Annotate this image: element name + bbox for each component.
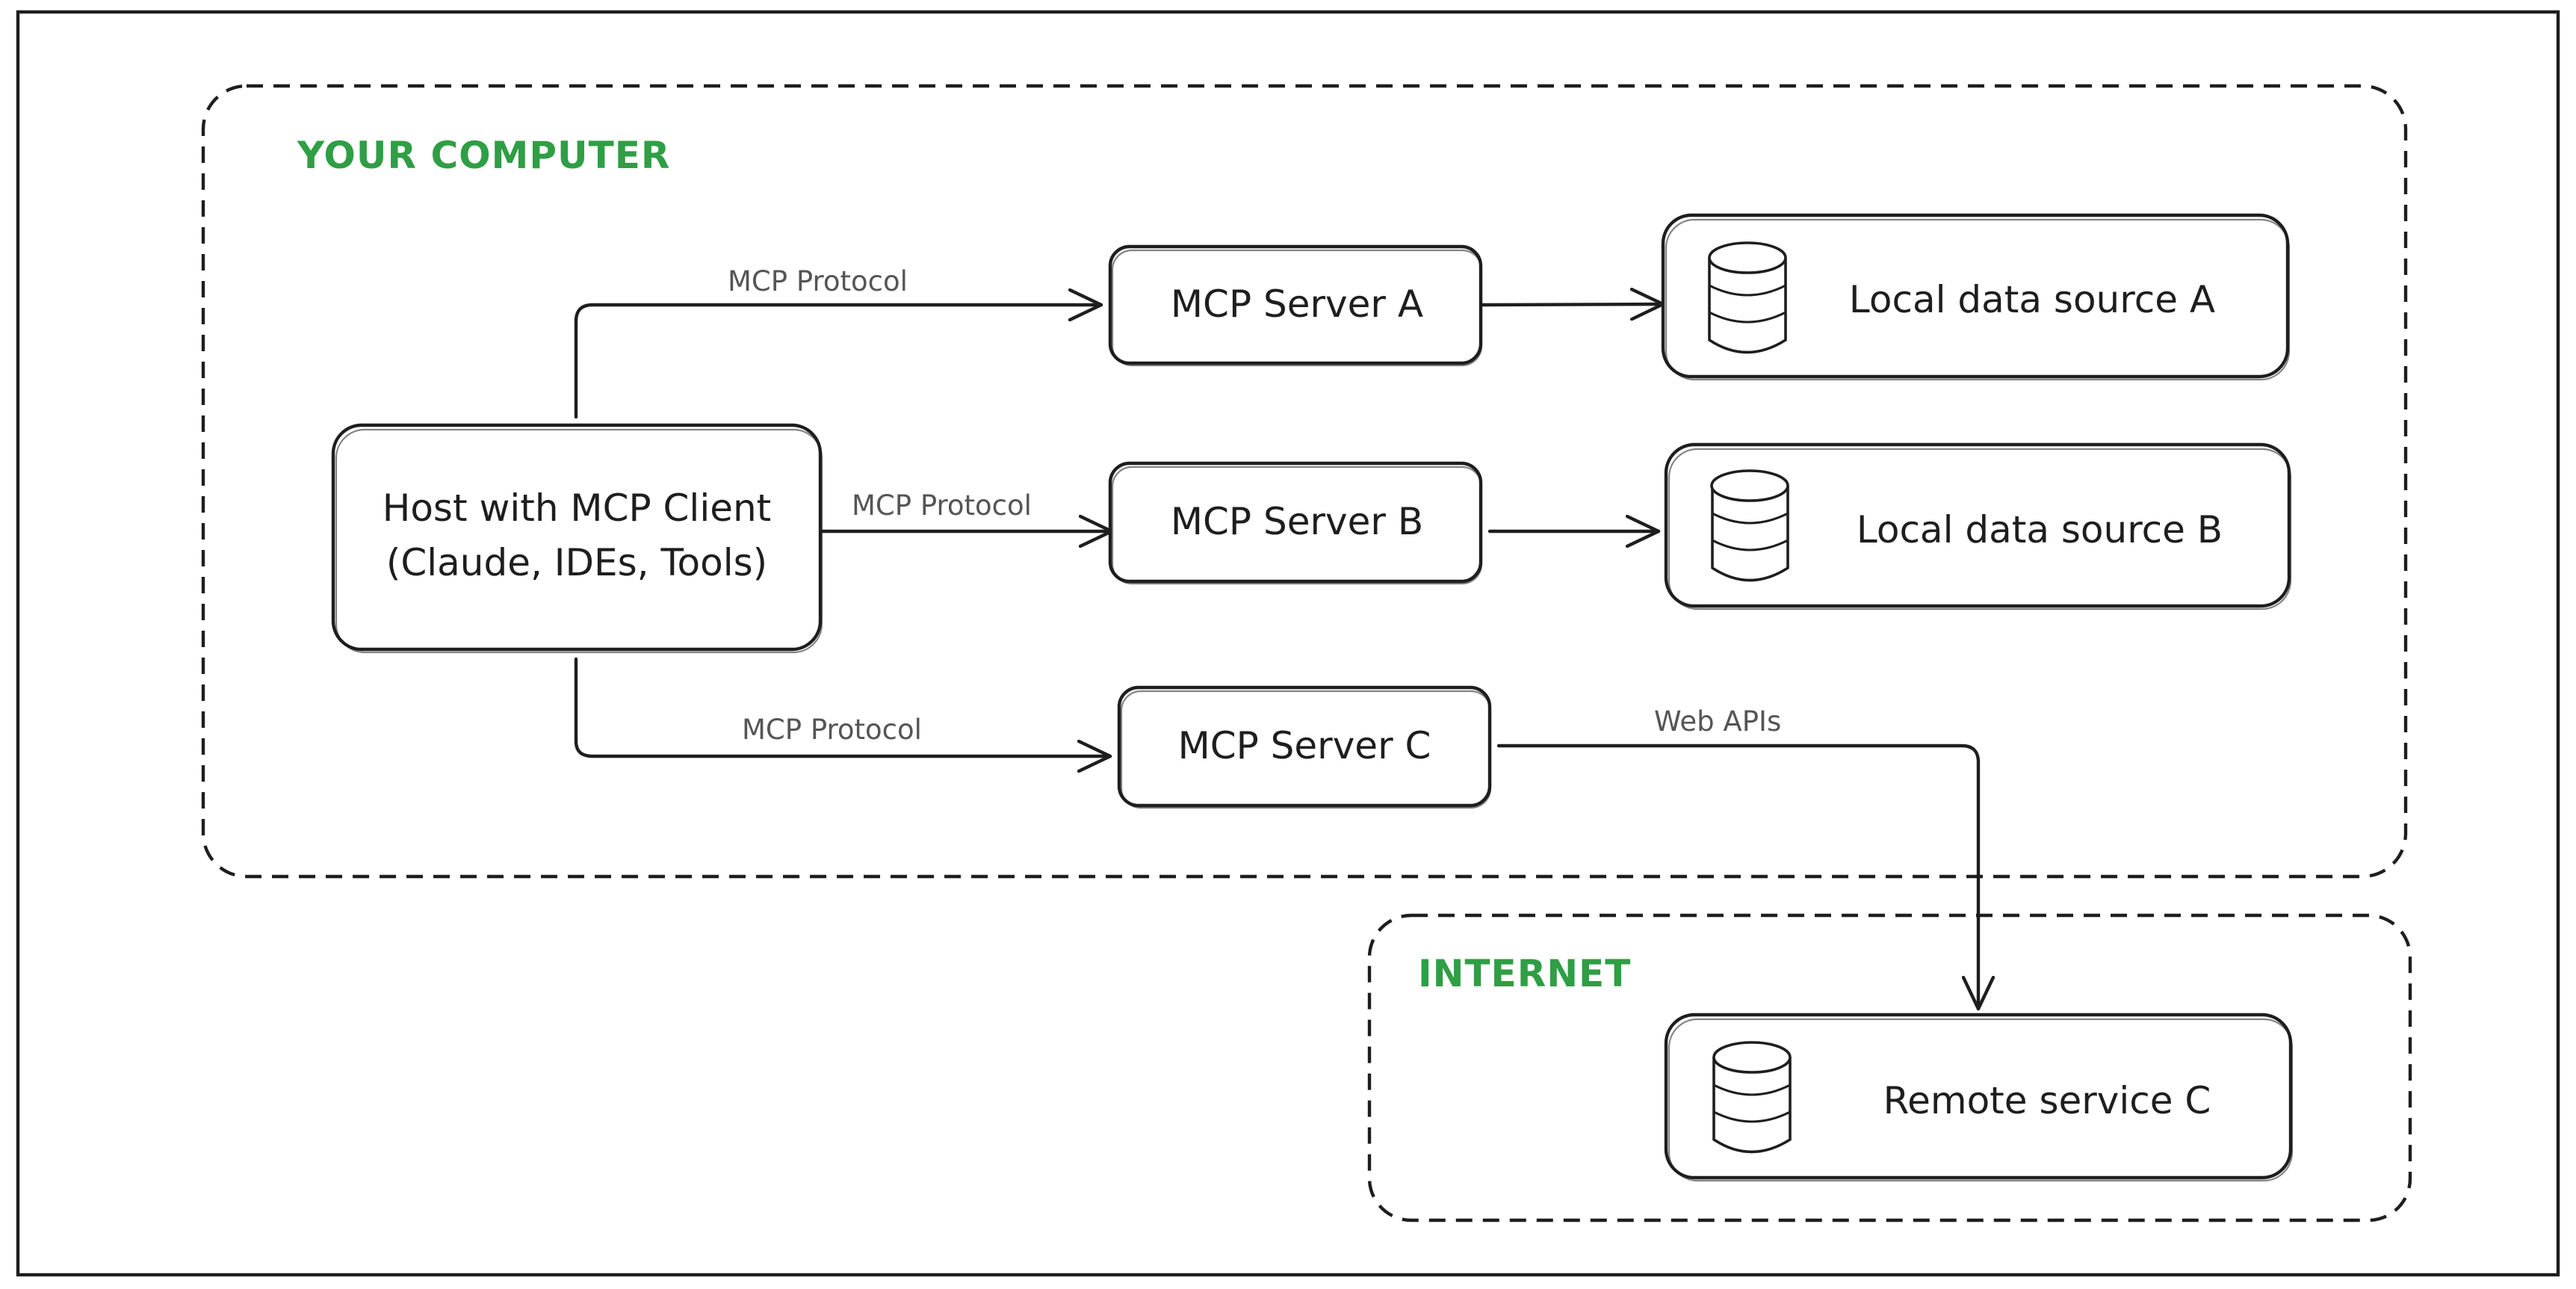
node-local-data-source-a: Local data source A [1661,213,2291,381]
node-local-data-source-b: Local data source B [1664,442,2292,611]
zone-internet: INTERNET [1367,913,2412,1222]
server-b-label: MCP Server B [1171,500,1423,543]
remote-c-label: Remote service C [1883,1079,2211,1122]
edge-label-protocol-a: MCP Protocol [728,265,908,297]
edge-server-a-to-local-a [1481,304,1665,305]
local-b-label: Local data source B [1857,508,2223,551]
host-label-line-1: Host with MCP Client [383,486,772,530]
host-label-line-2: (Claude, IDEs, Tools) [386,541,767,584]
outer-frame [16,10,2560,1277]
edge-label-protocol-c: MCP Protocol [742,714,922,746]
edge-label-web-apis: Web APIs [1654,705,1781,738]
local-a-label: Local data source A [1849,278,2215,321]
node-mcp-server-b: MCP Server B [1108,461,1483,585]
edge-server-c-to-remote-c [1496,744,1978,1011]
node-mcp-server-a: MCP Server A [1108,244,1483,367]
server-a-label: MCP Server A [1171,282,1423,326]
edge-label-protocol-b: MCP Protocol [852,489,1032,522]
edge-host-to-server-a [574,305,1103,419]
node-remote-service-c: Remote service C [1664,1013,2294,1182]
zone-your-computer: YOUR COMPUTER [201,84,2408,879]
node-host-mcp-client: Host with MCP Client (Claude, IDEs, Tool… [331,423,823,654]
edge-host-to-server-c [574,657,1112,756]
zone-label-your-computer: YOUR COMPUTER [297,134,670,177]
node-mcp-server-c: MCP Server C [1117,685,1492,809]
connectors [574,304,1978,1011]
database-icon [1712,1041,1792,1154]
database-icon [1710,469,1789,582]
database-icon [1708,241,1787,354]
zone-label-internet: INTERNET [1418,952,1631,995]
server-c-label: MCP Server C [1178,724,1431,767]
